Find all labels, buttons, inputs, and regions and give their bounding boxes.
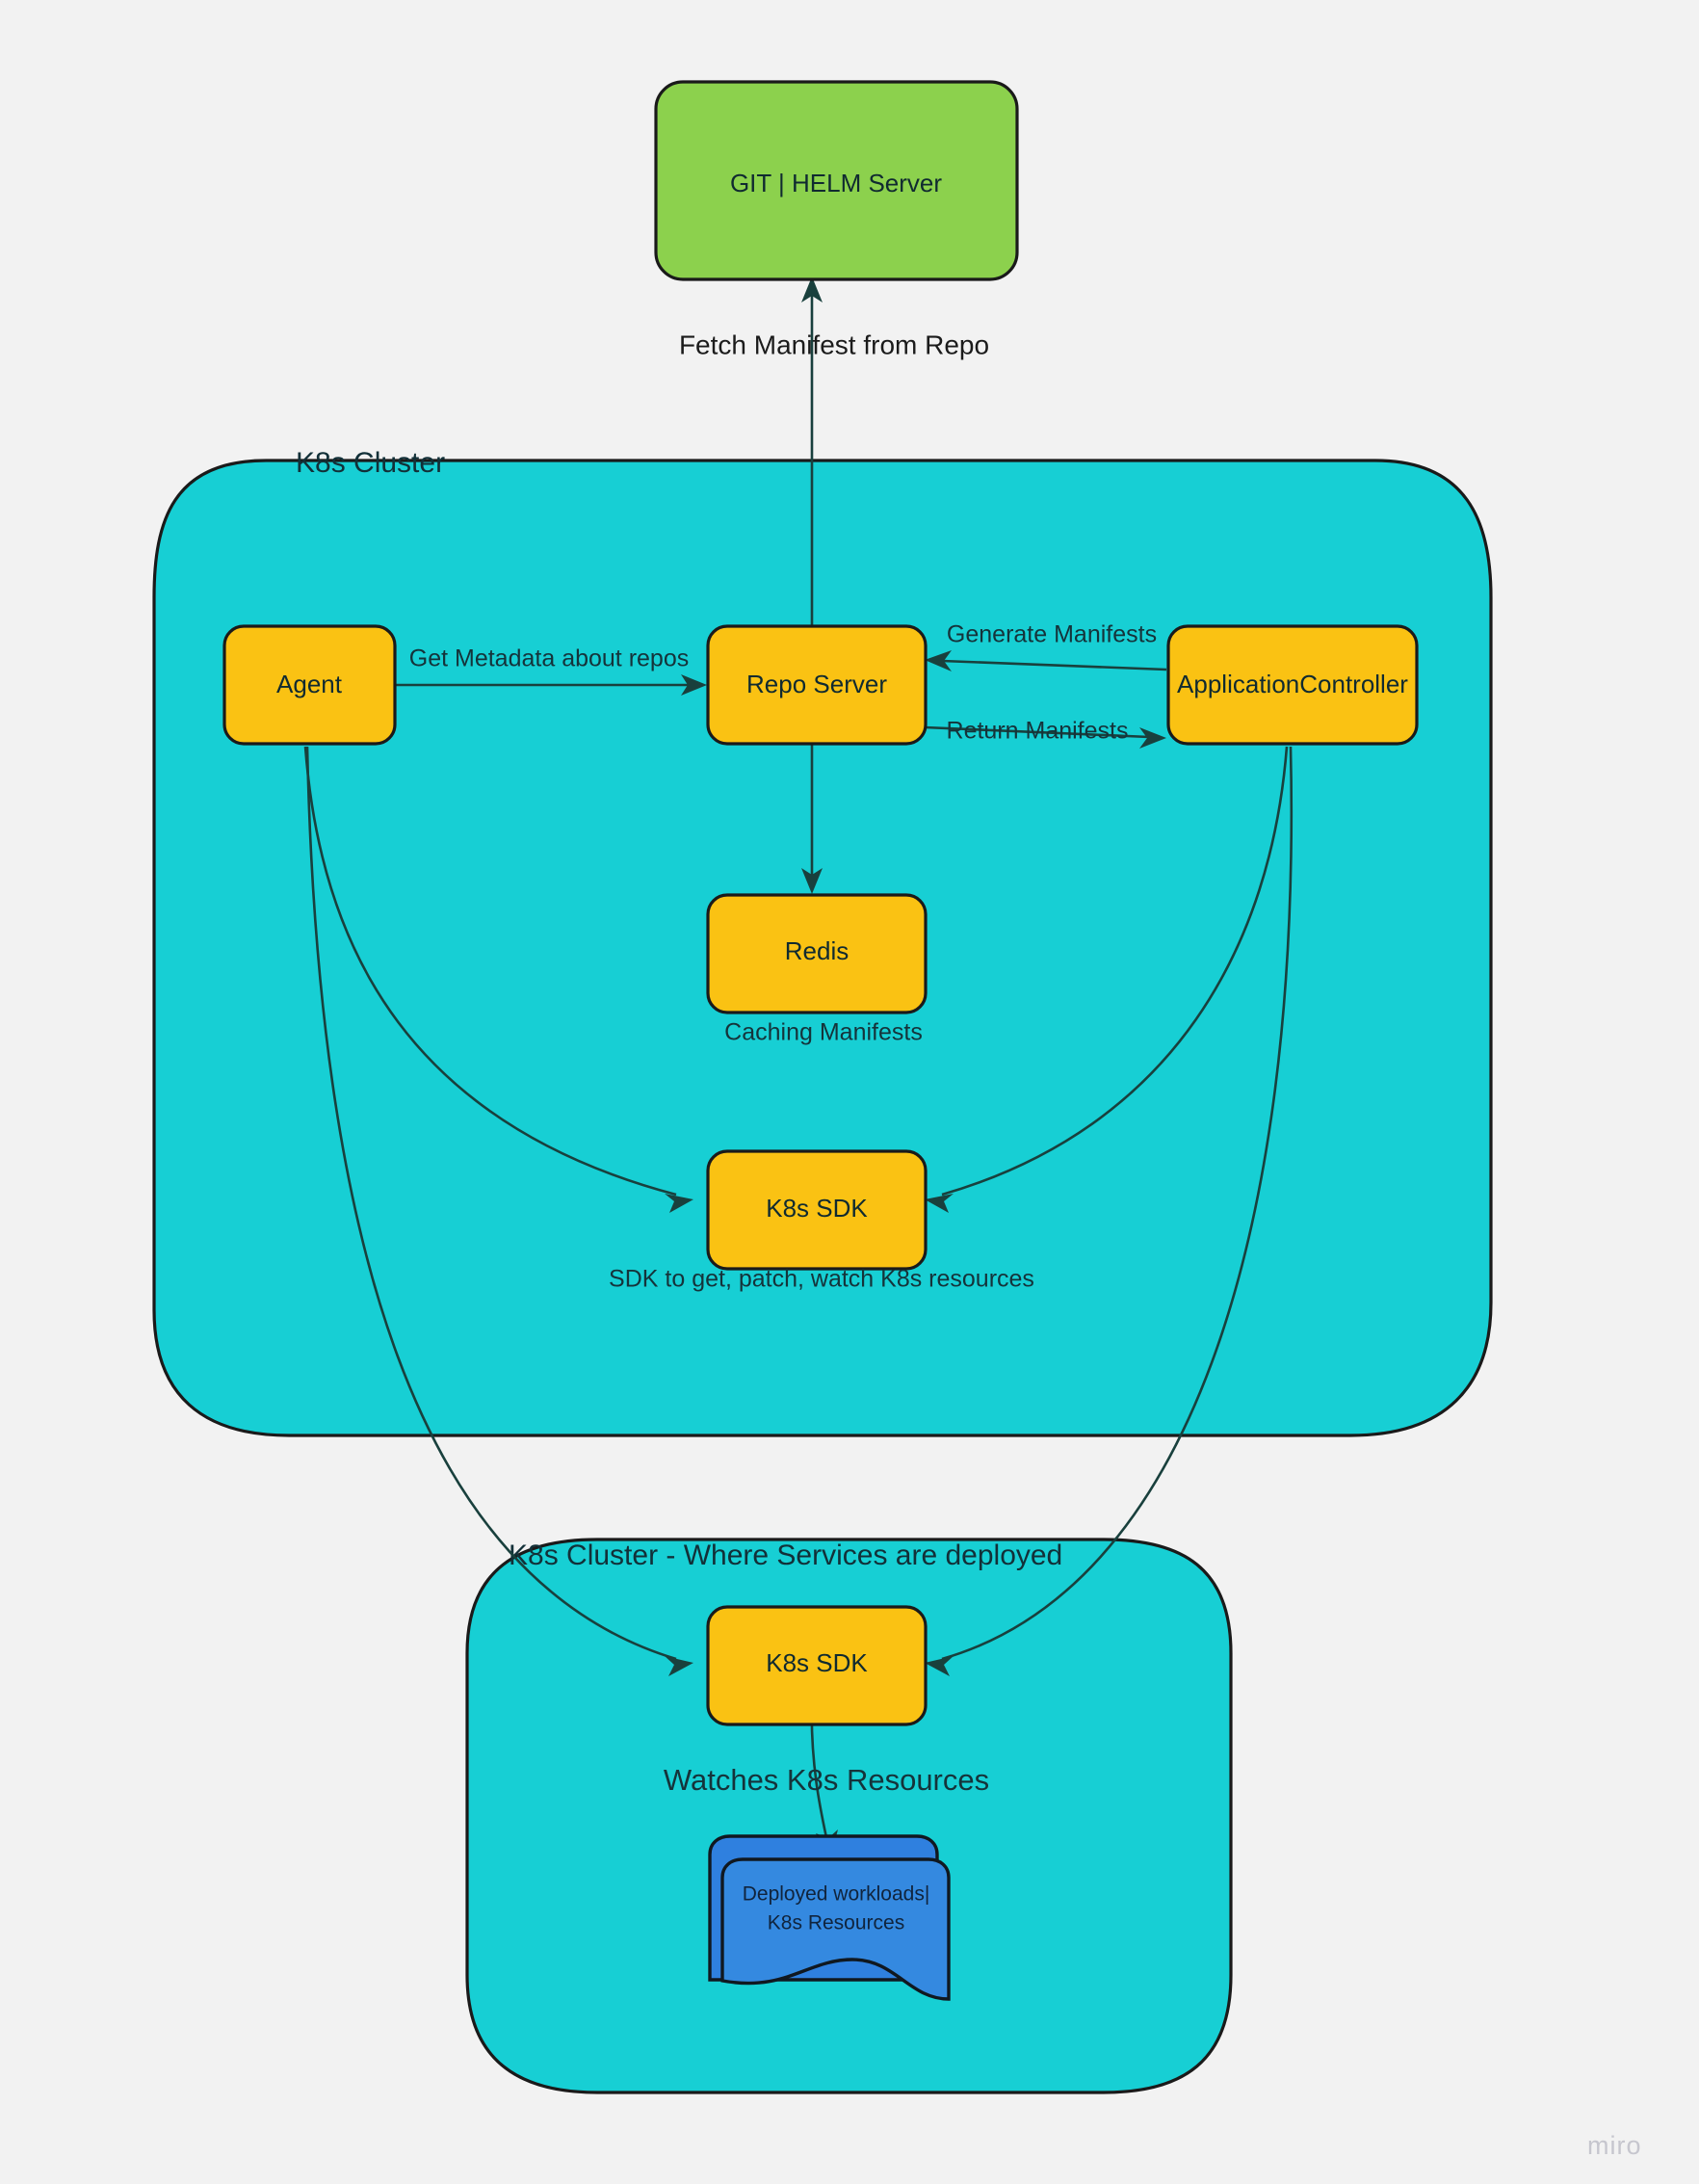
edge-label-return-manifests: Return Manifests xyxy=(947,718,1129,745)
edge-fetch-manifest xyxy=(801,276,823,639)
node-k8s-sdk-upper[interactable]: K8s SDK xyxy=(706,1149,928,1271)
caption-caching-manifests: Caching Manifests xyxy=(724,1019,923,1046)
miro-watermark: miro xyxy=(1587,2131,1642,2160)
node-deployed-workloads-label-line1: Deployed workloads| xyxy=(743,1883,930,1906)
node-agent-label: Agent xyxy=(276,670,343,698)
cluster-k8s-cluster-services[interactable]: K8s Cluster - Where Services are deploye… xyxy=(465,1538,1233,2094)
node-git-helm-server-label: GIT | HELM Server xyxy=(730,169,942,197)
edge-label-fetch-manifest: Fetch Manifest from Repo xyxy=(679,329,989,359)
node-deployed-workloads[interactable]: Deployed workloads| K8s Resources xyxy=(708,1834,951,2001)
edge-label-get-metadata: Get Metadata about repos xyxy=(409,645,689,672)
caption-sdk-to-get-patch-watch: SDK to get, patch, watch K8s resources xyxy=(609,1266,1034,1293)
node-k8s-sdk-lower-label: K8s SDK xyxy=(766,1648,868,1677)
node-repo-server[interactable]: Repo Server xyxy=(706,624,928,746)
node-redis-label: Redis xyxy=(785,936,849,965)
edge-generate-manifests xyxy=(925,650,1167,671)
node-k8s-sdk-lower[interactable]: K8s SDK xyxy=(706,1605,928,1726)
edge-agent-to-k8s-sdk-lower xyxy=(305,746,693,1676)
node-repo-server-label: Repo Server xyxy=(746,670,887,698)
node-agent[interactable]: Agent xyxy=(222,624,397,746)
node-application-controller-label: ApplicationController xyxy=(1177,670,1408,698)
edge-appcontroller-to-k8s-sdk-lower xyxy=(925,746,1294,1676)
node-application-controller[interactable]: ApplicationController xyxy=(1166,624,1419,746)
cluster-k8s-cluster-label: K8s Cluster xyxy=(296,447,445,479)
edge-return-manifests xyxy=(924,725,1166,749)
edge-agent-to-k8s-sdk-upper xyxy=(303,746,693,1213)
edge-appcontroller-to-k8s-sdk-upper xyxy=(925,746,1289,1213)
edge-label-generate-manifests: Generate Manifests xyxy=(947,621,1157,648)
cluster-k8s-cluster-services-label: K8s Cluster - Where Services are deploye… xyxy=(509,1539,1062,1571)
node-k8s-sdk-upper-label: K8s SDK xyxy=(766,1194,868,1223)
node-redis[interactable]: Redis xyxy=(706,893,928,1014)
node-deployed-workloads-label-line2: K8s Resources xyxy=(768,1912,904,1934)
node-git-helm-server[interactable]: GIT | HELM Server xyxy=(654,80,1019,281)
edge-get-metadata xyxy=(394,674,707,696)
edge-repo-to-redis xyxy=(801,733,823,894)
edge-label-watches-k8s-resources: Watches K8s Resources xyxy=(664,1763,989,1797)
